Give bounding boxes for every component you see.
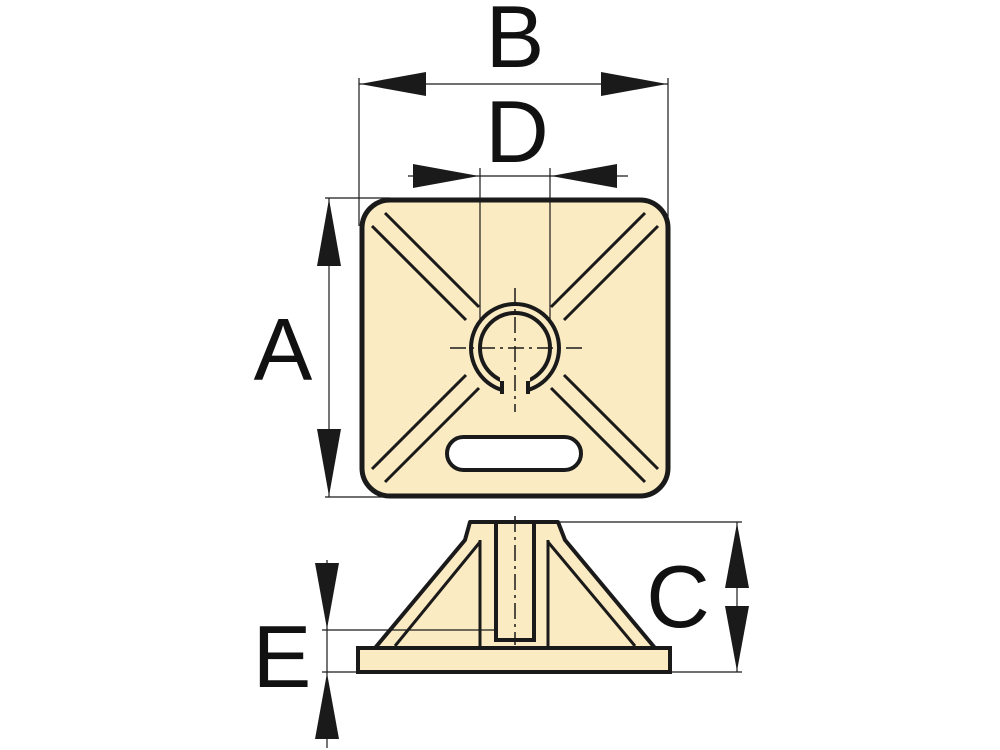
dimension-label-a: A <box>254 300 313 399</box>
base-flange <box>356 646 672 674</box>
dimension-label-e: E <box>253 607 312 706</box>
dimension-label-c: C <box>646 547 710 646</box>
top-view <box>359 197 671 499</box>
dimension-label-b: B <box>486 0 545 86</box>
side-view <box>356 516 672 674</box>
centerlines <box>450 288 582 412</box>
diagonal-ribs <box>370 211 660 484</box>
slot-hole <box>445 435 583 472</box>
dimension-label-d: D <box>485 82 549 181</box>
inner-rib-lines <box>393 540 637 647</box>
dimension-arrowheads <box>315 72 749 739</box>
